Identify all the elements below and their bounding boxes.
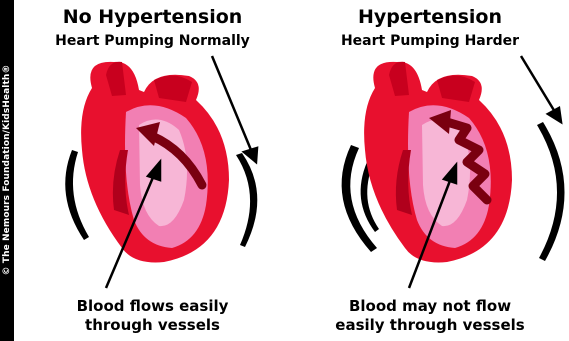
credit-strip: © The Nemours Foundation/KidsHealth®	[0, 0, 14, 341]
hypertension-heart-panel: Hypertension Heart Pumping Harder	[291, 0, 569, 341]
caption-line-2: through vessels	[14, 316, 291, 335]
caption-line-1: Blood may not flow	[291, 297, 569, 316]
panel-caption: Blood flows easily through vessels	[14, 297, 291, 335]
hypertension-heart-illustration	[291, 0, 569, 341]
caption-line-1: Blood flows easily	[14, 297, 291, 316]
heart-shape	[364, 62, 512, 263]
normal-heart-panel: No Hypertension Heart Pumping Normally	[14, 0, 291, 341]
panel-caption: Blood may not flow easily through vessel…	[291, 297, 569, 335]
heart-shape	[81, 62, 229, 263]
copyright-credit: © The Nemours Foundation/KidsHealth®	[2, 65, 12, 276]
caption-line-2: easily through vessels	[291, 316, 569, 335]
normal-heart-illustration	[14, 0, 291, 341]
